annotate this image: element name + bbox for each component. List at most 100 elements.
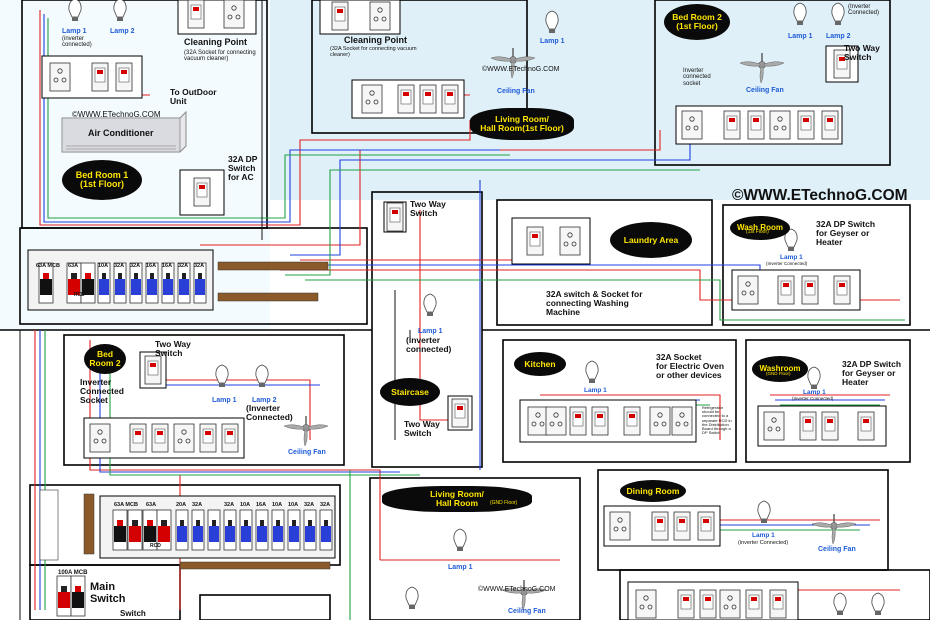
lamp2-label: Lamp 2 [110, 28, 135, 35]
cleaning-point-1-label: Cleaning Point [184, 37, 247, 47]
rating-b-3: 32A [224, 502, 235, 508]
lamp1-washroom-gnd: Lamp 1 [803, 389, 826, 396]
room-label-bedroom1: Bed Room 1 (1st Floor) [62, 160, 142, 200]
dp-switch-icon [833, 275, 851, 305]
ceiling-fan-icon [501, 579, 547, 611]
room-label-dining: Dining Room [620, 480, 686, 502]
rating-b-1: 20A [176, 502, 187, 508]
lamp2-inverter-note: (Inverter Connected) [246, 403, 293, 422]
switch-icon [591, 406, 609, 436]
socket-icon [527, 406, 549, 436]
lamp-icon [871, 592, 885, 616]
distribution-board-ground-floor [39, 489, 336, 570]
two-way-switch-label-bedroom2-first: Two Way Switch [844, 43, 880, 62]
switch-icon [569, 406, 587, 436]
socket-icon [769, 110, 791, 140]
lamp1-label: Lamp 1 [62, 28, 87, 35]
lamp-icon [833, 592, 847, 616]
switch-icon [723, 110, 741, 140]
fan-label-bedroom2-first: Ceiling Fan [746, 87, 784, 94]
switch-icon [651, 511, 669, 541]
room-label-laundry: Laundry Area [610, 222, 692, 258]
watermark-living-first: ©WWW.ETechnoG.COM [482, 66, 560, 73]
rating-2: 32A [114, 263, 125, 269]
fan-label-living-first: Ceiling Fan [497, 88, 535, 95]
socket-icon [671, 406, 693, 436]
switch-icon [397, 84, 415, 114]
socket-icon [737, 275, 759, 305]
fan-label-bedroom2-gnd: Ceiling Fan [288, 449, 326, 456]
fan-label-dining: Ceiling Fan [818, 546, 856, 553]
lamp-icon [585, 360, 599, 384]
lamp1-bedroom2-first: Lamp 1 [788, 33, 813, 40]
two-way-switch-label-bedroom2-gnd: Two Way Switch [155, 339, 191, 358]
rating-b-8: 32A [304, 502, 315, 508]
switch-icon [129, 423, 147, 453]
switch-cut-label: Switch [120, 609, 146, 618]
ceiling-fan-icon [811, 513, 857, 545]
room-label-bedroom2-gnd: Bed Room 2 [84, 344, 126, 374]
lamp1-kitchen: Lamp 1 [584, 387, 607, 394]
socket-icon [635, 589, 657, 619]
dp-switch-icon [623, 406, 641, 436]
switch-icon [673, 511, 691, 541]
lamp1-inverter-note: (inverter connected) [62, 36, 92, 49]
switch-icon [821, 110, 839, 140]
two-way-switch-icon [386, 202, 404, 232]
switch-icon [745, 589, 763, 619]
socket-icon [369, 1, 391, 31]
socket-icon [609, 511, 631, 541]
rating-5: 16A [162, 263, 173, 269]
dp-switch-icon [526, 226, 544, 256]
cleaning-point-2-label: Cleaning Point [344, 35, 407, 45]
air-conditioner-label: Air Conditioner [88, 128, 154, 138]
living-gnd-sub: (GND Floor) [490, 500, 518, 506]
lamp-icon [255, 364, 269, 388]
dp-switch-icon [193, 177, 211, 207]
socket-icon [361, 84, 383, 114]
rating-7: 32A [194, 263, 205, 269]
lamp1-living-gnd: Lamp 1 [448, 564, 473, 571]
rating-1: 10A [98, 263, 109, 269]
inverter-connected-bedroom2-first: (Inverter Connected) [848, 4, 880, 17]
mcb-63a-label: 63A MCB [36, 263, 60, 269]
switch-icon [199, 423, 217, 453]
distribution-board-first-floor [27, 249, 329, 311]
washroom-first-sub: (1st Floor) [746, 229, 769, 235]
inverter-socket-note: Inverter connected socket [683, 68, 711, 87]
switch-icon [797, 110, 815, 140]
two-way-switch-label-staircase-bottom: Two Way Switch [404, 419, 440, 438]
switch-icon [769, 589, 787, 619]
watermark-main: ©WWW.ETechnoG.COM [732, 187, 908, 204]
geyser-dp-gnd: 32A DP Switch for Geyser or Heater [842, 359, 902, 387]
socket-icon [89, 423, 111, 453]
air-conditioner-icon [61, 110, 187, 153]
switch-icon [777, 275, 795, 305]
switch-icon [187, 0, 205, 29]
lamp1-dining: Lamp 1 [752, 532, 775, 539]
room-label-living-gnd: Living Room/ Hall Room [382, 486, 532, 512]
washroom-first-name: Wash Room [737, 222, 783, 232]
rating-b-6: 10A [272, 502, 283, 508]
rating-4: 16A [146, 263, 157, 269]
socket-icon [545, 406, 567, 436]
cleaning-point-1-sub: (32A Socket for connecting vacuum cleane… [184, 50, 256, 63]
inverter-dining: (inverter Connected) [738, 540, 789, 546]
socket-icon [763, 411, 785, 441]
inverter-washroom-gnd: (Inverter Connected) [792, 396, 834, 401]
dp-switch-icon [331, 1, 349, 31]
watermark-bedroom1: ©WWW.ETechnoG.COM [72, 110, 161, 119]
lamp1-living-first: Lamp 1 [540, 38, 565, 45]
fridge-note: Refrigerator should be connected to a se… [702, 405, 732, 436]
rating-b-4: 10A [240, 502, 251, 508]
socket-icon [49, 62, 71, 92]
black-wires [19, 0, 411, 620]
lamp-icon [453, 528, 467, 552]
switch-icon [699, 589, 717, 619]
socket-icon [559, 226, 581, 256]
lamp1-staircase: Lamp 1 [418, 328, 443, 335]
switch-icon [747, 110, 765, 140]
mcb-63a-bottom: 63A MCB [114, 502, 138, 508]
earth-wires [44, 18, 905, 620]
